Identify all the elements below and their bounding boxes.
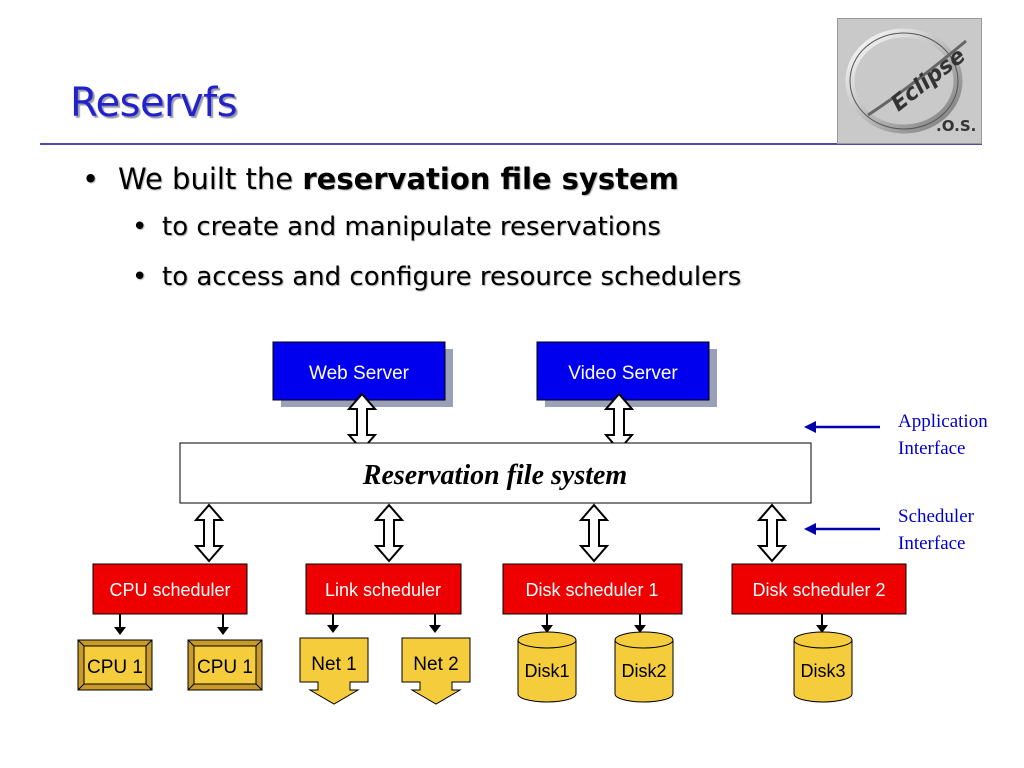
arrow-left-icon: [804, 421, 816, 433]
app-interface-line1: Application: [898, 411, 988, 432]
scheduler-link-label: Link scheduler: [325, 580, 441, 600]
server-video: Video Server: [536, 341, 717, 407]
title-divider: [40, 143, 982, 145]
scheduler-disk-2-label: Disk scheduler 2: [752, 580, 885, 600]
double-arrow-icon: [580, 504, 608, 562]
slide-title: Reservfs: [70, 80, 238, 126]
double-arrow-icon: [375, 504, 403, 562]
server-web: Web Server: [272, 341, 453, 407]
resource-disk-1: Disk1: [517, 631, 577, 703]
scheduler-interface-annotation: Scheduler Interface: [804, 506, 975, 554]
resource-net-1-label: Net 1: [311, 654, 356, 675]
sched-interface-line1: Scheduler: [898, 506, 975, 527]
scheduler-link: Link scheduler: [305, 563, 462, 615]
arrow-left-icon: [804, 523, 816, 535]
bullet-sub-2: • to access and configure resource sched…: [132, 262, 742, 292]
scheduler-resource-connectors: [114, 614, 828, 635]
arrow-down-icon: [114, 627, 126, 635]
resource-disk-2: Disk2: [614, 631, 674, 703]
bullet-main-prefix: We built the: [118, 162, 303, 196]
bullet-main-bold: reservation file system: [302, 162, 679, 196]
bullet-main: • We built the reservation file system: [82, 162, 679, 196]
resource-disk-1-label: Disk1: [524, 661, 569, 681]
arrow-down-icon: [816, 625, 828, 633]
arrow-down-icon: [327, 625, 339, 633]
app-interface-line2: Interface: [898, 438, 966, 459]
resource-disk-3-label: Disk3: [800, 661, 845, 681]
scheduler-disk-1-label: Disk scheduler 1: [525, 580, 658, 600]
bullet-sub-1: • to create and manipulate reservations: [132, 212, 661, 242]
server-web-label: Web Server: [309, 363, 410, 384]
bullet-dot: •: [132, 212, 148, 242]
application-interface-annotation: Application Interface: [804, 411, 988, 459]
resource-cpu-a-label: CPU 1: [87, 657, 143, 678]
resource-cpu-b: CPU 1: [187, 639, 263, 691]
double-arrow-icon: [195, 504, 223, 562]
scheduler-disk-2: Disk scheduler 2: [731, 563, 907, 615]
resource-disk-2-label: Disk2: [621, 661, 666, 681]
resource-cpu-a: CPU 1: [77, 639, 153, 691]
resource-net-2-label: Net 2: [413, 654, 458, 675]
eclipse-logo: Eclipse .O.S.: [837, 18, 982, 144]
arrow-down-icon: [541, 625, 553, 633]
server-video-label: Video Server: [568, 363, 678, 384]
bullet-dot: •: [132, 262, 148, 292]
bullet-sub-1-text: to create and manipulate reservations: [162, 212, 661, 242]
resource-cpu-b-label: CPU 1: [197, 657, 253, 678]
arrow-down-icon: [429, 625, 441, 633]
reservation-fs-label: Reservation file system: [362, 460, 627, 491]
reservation-fs-box: Reservation file system: [179, 442, 812, 504]
arrow-down-icon: [217, 627, 229, 635]
resource-disk-3: Disk3: [793, 631, 853, 703]
bullet-sub-2-text: to access and configure resource schedul…: [162, 262, 742, 292]
scheduler-disk-1: Disk scheduler 1: [502, 563, 683, 615]
scheduler-cpu: CPU scheduler: [92, 563, 248, 615]
sched-interface-line2: Interface: [898, 533, 966, 554]
double-arrow-icon: [758, 504, 786, 562]
logo-sub-text: .O.S.: [936, 117, 976, 135]
bullet-dot: •: [82, 162, 100, 196]
arrow-down-icon: [634, 625, 646, 633]
resource-net-1: Net 1: [299, 637, 369, 705]
scheduler-cpu-label: CPU scheduler: [109, 580, 230, 600]
resource-net-2: Net 2: [401, 637, 471, 705]
